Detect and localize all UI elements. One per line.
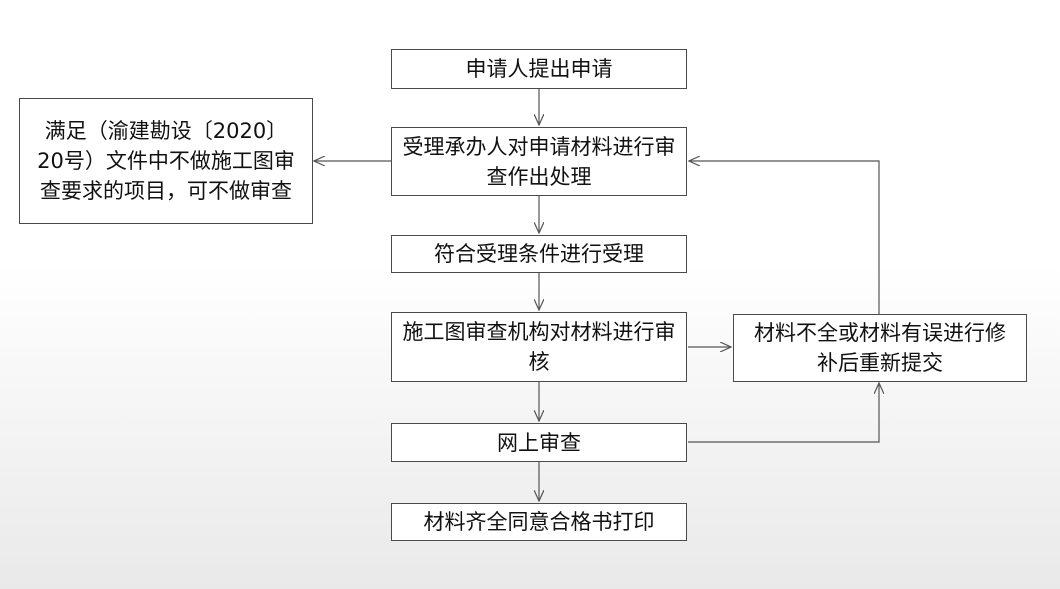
step-supplement: 材料不全或材料有误进行修补后重新提交 bbox=[733, 314, 1027, 382]
arrow-supplement-to-review bbox=[689, 161, 880, 314]
step-apply: 申请人提出申请 bbox=[391, 49, 687, 89]
step-review-handle: 受理承办人对申请材料进行审查作出处理 bbox=[391, 127, 687, 196]
step-institution-review: 施工图审查机构对材料进行审核 bbox=[391, 312, 687, 382]
arrow-online-to-supplement bbox=[688, 383, 879, 443]
step-accept: 符合受理条件进行受理 bbox=[391, 235, 687, 273]
step-online-review: 网上审查 bbox=[391, 423, 687, 462]
step-exempt: 满足（渝建勘设〔2020〕20号）文件中不做施工图审查要求的项目，可不做审查 bbox=[19, 98, 313, 224]
step-print: 材料齐全同意合格书打印 bbox=[391, 503, 687, 541]
